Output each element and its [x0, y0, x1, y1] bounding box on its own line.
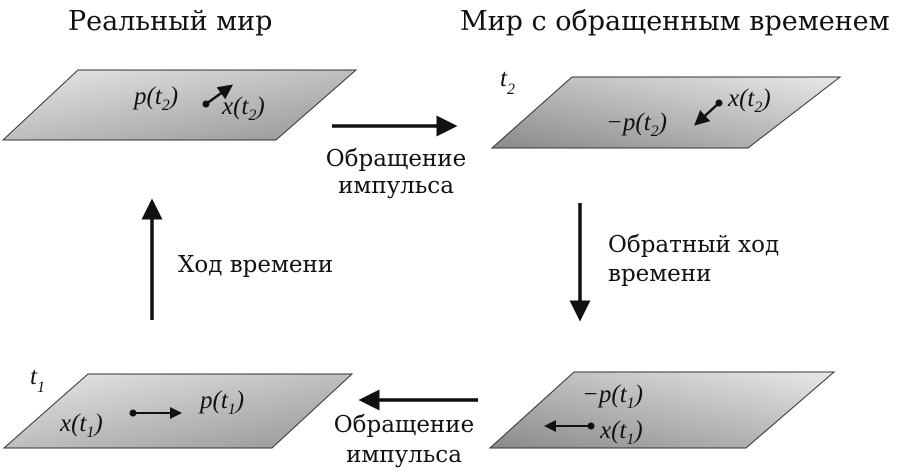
- top-right-position-label: x(t2): [727, 85, 771, 116]
- top-left-momentum-arrow: [205, 84, 234, 106]
- heading-real-world: Реальный мир: [68, 6, 272, 37]
- caption-momentum-reversal-top-line1: Обращение: [326, 146, 466, 172]
- bottom-left-time-label: t1: [30, 363, 45, 396]
- top-left-position-label: x(t2): [221, 93, 265, 124]
- bottom-left-momentum-label: p(t1): [198, 387, 244, 418]
- plane-top-right: [490, 76, 842, 149]
- plane-bottom-left: [2, 373, 354, 449]
- top-right-time-label: t2: [500, 65, 515, 98]
- caption-reverse-time-flow-line2: времени: [608, 261, 711, 287]
- top-left-momentum-label: p(t2): [132, 83, 178, 114]
- top-right-momentum-arrow: [694, 102, 720, 126]
- caption-momentum-reversal-bottom-line1: Обращение: [334, 412, 474, 438]
- caption-reverse-time-flow-line1: Обратный ход: [608, 232, 779, 258]
- bottom-left-position-label: x(t1): [59, 410, 103, 441]
- bottom-right-momentum-label: −p(t1): [582, 381, 643, 412]
- top-right-momentum-label: −p(t2): [606, 109, 667, 140]
- caption-momentum-reversal-top-line2: импульса: [338, 173, 454, 199]
- plane-top-left: [1, 69, 358, 141]
- bottom-right-position-label: x(t1): [599, 417, 643, 448]
- plane-bottom-right: [488, 371, 836, 449]
- caption-time-flow: Ход времени: [178, 252, 333, 278]
- caption-momentum-reversal-bottom-line2: импульса: [346, 442, 462, 468]
- heading-reversed-world: Мир с обращенным временем: [460, 6, 890, 37]
